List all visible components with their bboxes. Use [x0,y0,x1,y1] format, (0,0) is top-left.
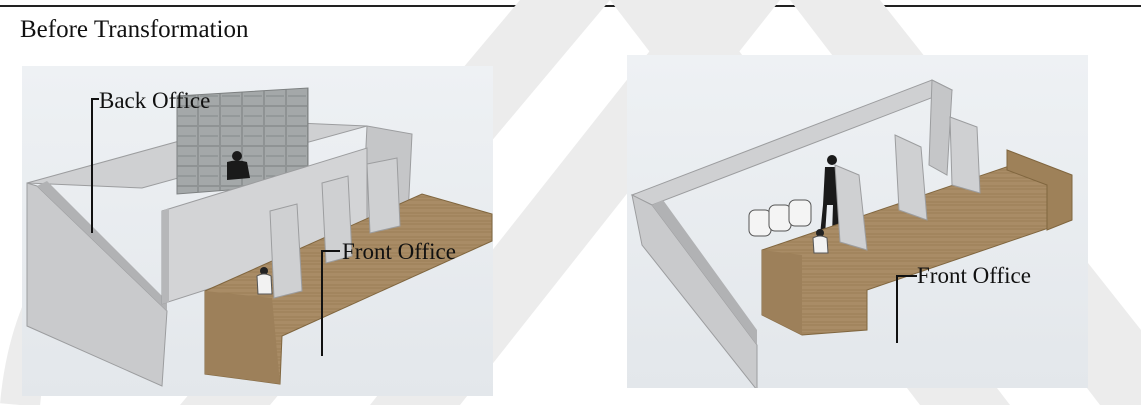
counter-side [205,291,280,384]
desk-divider [367,158,400,233]
label-front-office: Front Office [342,239,456,265]
desk-divider [270,204,302,298]
label-back-office: Back Office [99,88,210,114]
before-office-illustration: Back Office Front Office [22,66,493,396]
label-front-office: Front Office [917,263,1031,289]
after-office-illustration: Front Office [627,55,1088,388]
desk-divider [950,117,980,193]
wall [162,208,169,304]
